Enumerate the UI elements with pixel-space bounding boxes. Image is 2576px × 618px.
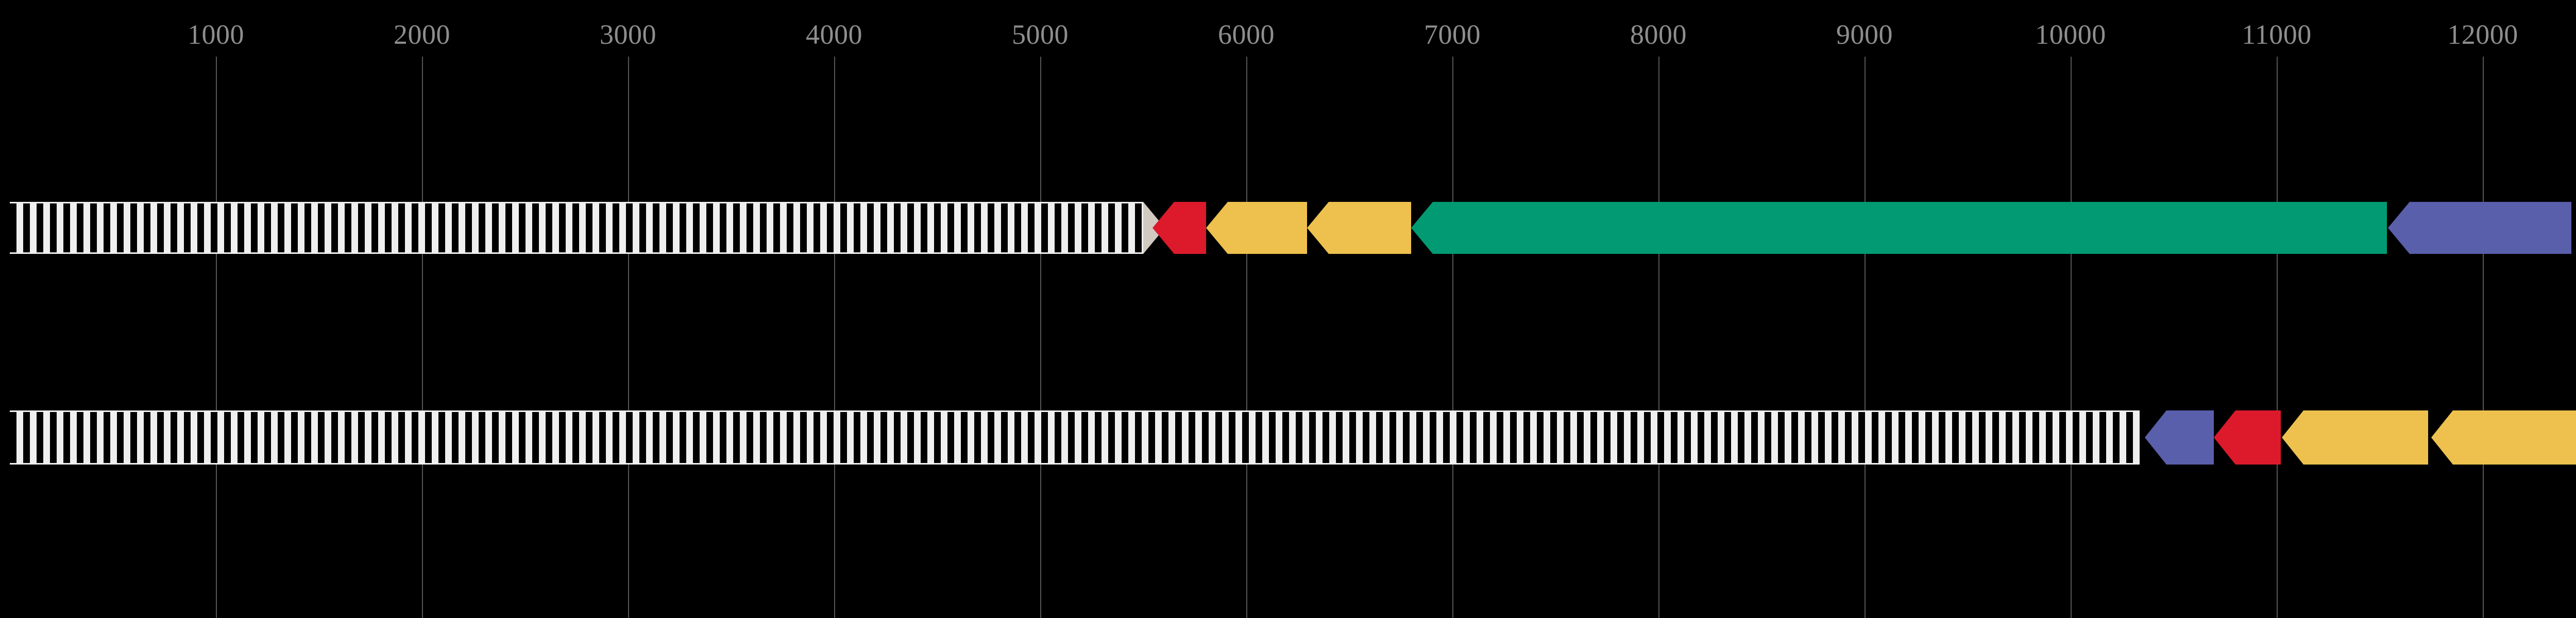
track-2: [0, 410, 2576, 465]
axis-gridline: [1658, 57, 1659, 618]
gene-arrow[interactable]: [2145, 410, 2214, 465]
axis-tick-label: 4000: [806, 19, 862, 50]
axis-gridline: [1865, 57, 1866, 618]
axis-gridline: [1452, 57, 1453, 618]
gene-arrow[interactable]: [1206, 202, 1307, 254]
arrow-left-icon: [2388, 202, 2571, 254]
axis-tick-label: 1000: [188, 19, 244, 50]
axis-tick-label: 5000: [1012, 19, 1069, 50]
axis-tick-label: 11000: [2242, 19, 2312, 50]
arrow-left-icon: [1153, 202, 1206, 254]
gene-arrow[interactable]: [2282, 410, 2428, 465]
axis-gridline: [2071, 57, 2072, 618]
axis-tick-label: 3000: [600, 19, 656, 50]
axis-gridline: [422, 57, 423, 618]
track-1: [0, 202, 2576, 254]
gene-arrow[interactable]: [2431, 410, 2576, 465]
hatched-region[interactable]: [10, 202, 1165, 254]
axis-gridline: [2483, 57, 2484, 618]
gene-arrow[interactable]: [1307, 202, 1411, 254]
arrow-left-icon: [2431, 410, 2576, 465]
axis-tick-label: 8000: [1630, 19, 1687, 50]
axis-gridline: [216, 57, 217, 618]
axis-tick-label: 10000: [2035, 19, 2106, 50]
axis-gridline: [1040, 57, 1041, 618]
hatched-region[interactable]: [10, 410, 2140, 465]
axis-tick-label: 7000: [1424, 19, 1481, 50]
arrow-left-icon: [1307, 202, 1411, 254]
axis-tick-label: 6000: [1218, 19, 1275, 50]
arrow-left-icon: [2214, 410, 2281, 465]
axis-tick-label: 2000: [394, 19, 450, 50]
axis-gridline: [834, 57, 835, 618]
axis-gridline: [628, 57, 629, 618]
arrow-left-icon: [2282, 410, 2428, 465]
gene-arrow[interactable]: [1153, 202, 1206, 254]
gene-arrow[interactable]: [2214, 410, 2281, 465]
axis-tick-label: 9000: [1836, 19, 1893, 50]
arrow-left-icon: [1206, 202, 1307, 254]
arrow-left-icon: [1411, 202, 2387, 254]
axis-gridline: [2277, 57, 2278, 618]
axis-gridline: [1246, 57, 1247, 618]
axis-tick-label: 12000: [2447, 19, 2518, 50]
hatched-fill: [10, 202, 1143, 254]
hatched-fill: [10, 410, 2140, 465]
gene-arrow[interactable]: [1411, 202, 2387, 254]
gene-arrow[interactable]: [2388, 202, 2571, 254]
arrow-left-icon: [2145, 410, 2214, 465]
